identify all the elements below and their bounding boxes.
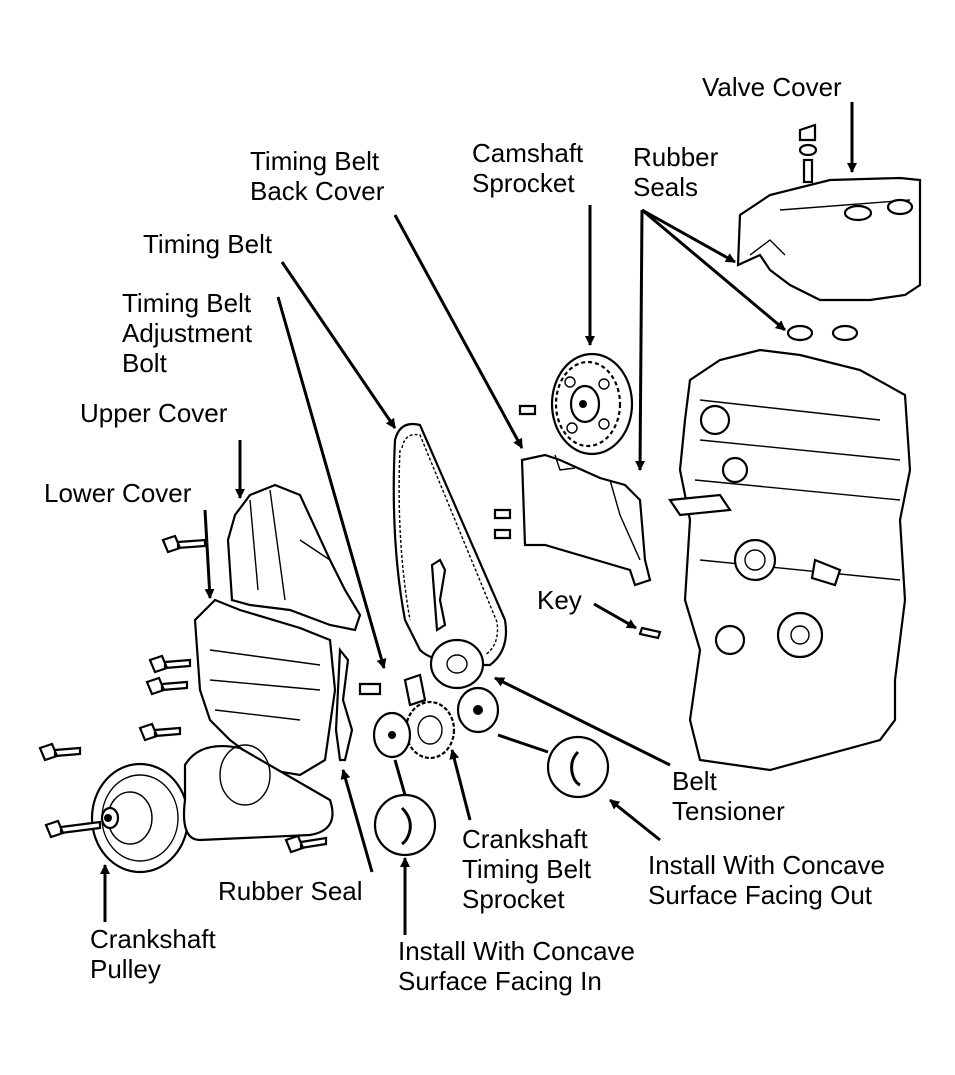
valve-cover — [736, 123, 922, 302]
label-timing-belt-back-cover: Timing Belt Back Cover — [250, 146, 385, 206]
label-belt-tensioner: Belt Tensioner — [672, 766, 785, 826]
label-valve-cover: Valve Cover — [702, 72, 842, 102]
upper-cover — [226, 483, 362, 632]
concave-out-callout — [546, 735, 610, 799]
label-install-concave-out: Install With Concave Surface Facing Out — [648, 850, 885, 910]
rubber-seals — [786, 324, 859, 342]
label-install-concave-in: Install With Concave Surface Facing In — [398, 936, 635, 996]
leader-lines — [100, 102, 857, 935]
label-rubber-seal: Rubber Seal — [218, 876, 363, 906]
belt-guide-plate-in — [372, 711, 412, 759]
bolts — [38, 534, 328, 854]
label-camshaft-sprocket: Camshaft Sprocket — [472, 138, 584, 198]
label-crankshaft-timing-belt-sprocket: Crankshaft Timing Belt Sprocket — [462, 824, 592, 914]
label-key: Key — [537, 585, 582, 615]
engine-block — [668, 348, 912, 772]
label-upper-cover: Upper Cover — [80, 398, 228, 428]
belt-tensioner — [429, 638, 500, 734]
label-timing-belt: Timing Belt — [143, 229, 273, 259]
concave-in-callout — [373, 793, 437, 857]
label-crankshaft-pulley: Crankshaft Pulley — [90, 924, 216, 984]
crankshaft-pulley — [90, 744, 334, 874]
label-rubber-seals: Rubber Seals — [633, 142, 719, 202]
timing-belt-back-cover — [493, 453, 652, 587]
camshaft-sprocket — [518, 352, 634, 456]
label-lower-cover: Lower Cover — [44, 478, 192, 508]
crankshaft-timing-belt-sprocket — [358, 673, 456, 760]
label-timing-belt-adjustment-bolt: Timing Belt Adjustment Bolt — [122, 288, 253, 378]
timing-belt — [392, 422, 508, 667]
woodruff-key — [638, 626, 662, 640]
lower-cover — [193, 598, 354, 777]
